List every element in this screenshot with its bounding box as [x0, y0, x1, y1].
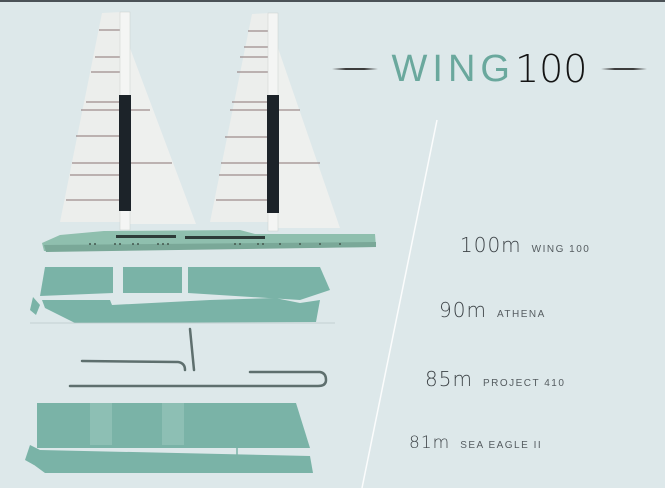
title-word: WING	[391, 47, 515, 90]
title-rule-right	[601, 68, 648, 70]
yacht-name: WING 100	[531, 244, 591, 255]
project410-outline	[68, 327, 328, 388]
yacht-name: PROJECT 410	[482, 378, 566, 389]
comparison-label-wing100: 100m WING 100	[460, 233, 590, 257]
yacht-name: ATHENA	[496, 309, 546, 320]
comparison-label-athena: 90m ATHENA	[439, 298, 546, 322]
yacht-name: SEA EAGLE II	[460, 440, 543, 451]
yacht-length: 81m	[409, 433, 451, 453]
yacht-length: 90m	[439, 298, 487, 322]
diagonal-divider	[361, 119, 438, 488]
title-rule-left	[331, 68, 378, 70]
title-number: 100	[514, 47, 588, 91]
yacht-length: 100m	[460, 233, 522, 257]
yacht-length: 85m	[425, 367, 473, 391]
solar-panel-mast-2	[267, 95, 279, 213]
sea-eagle-ii-silhouette	[25, 403, 313, 473]
top-border	[0, 0, 665, 2]
solar-panel-mast-1	[119, 95, 131, 211]
comparison-label-sea-eagle-ii: 81m SEA EAGLE II	[409, 433, 542, 453]
comparison-label-project410: 85m PROJECT 410	[425, 367, 565, 391]
wing100-yacht-illustration	[42, 11, 376, 252]
athena-silhouette	[30, 267, 335, 324]
page-title: WING 100	[322, 47, 657, 91]
